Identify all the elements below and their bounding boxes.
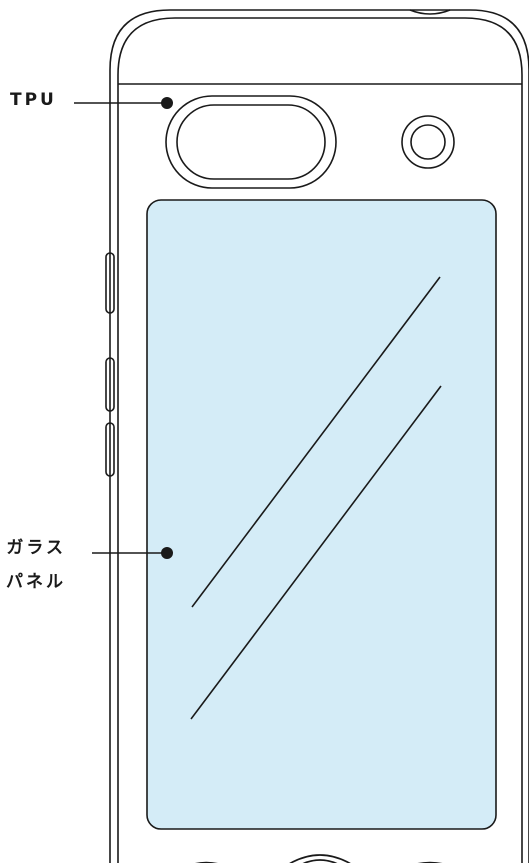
side-button-3 (105, 422, 115, 477)
case-top-notch (409, 9, 451, 15)
glass-panel-label-line-2: パネル (6, 572, 66, 592)
bottom-port-center (289, 854, 351, 863)
glass-panel-label: ガラス パネル (6, 531, 66, 599)
glass-reflection-line-1 (191, 276, 441, 608)
glass-leader-dot (161, 547, 173, 559)
bottom-port-center-inner (302, 859, 338, 863)
glass-reflection-line-2 (190, 385, 442, 720)
tpu-leader-dot (161, 97, 173, 109)
camera-cutout-inner (176, 104, 326, 180)
case-outer-outline (109, 9, 529, 863)
flash-cutout-inner (410, 124, 446, 160)
side-button-1 (105, 252, 115, 314)
side-button-2 (105, 357, 115, 412)
flash-cutout-outer (401, 115, 455, 169)
tpu-label: TPU (10, 90, 57, 110)
camera-cutout-outer (165, 95, 337, 189)
glass-panel (146, 199, 497, 830)
case-inner-outline (117, 17, 523, 863)
glass-panel-label-line-1: ガラス (6, 538, 66, 558)
